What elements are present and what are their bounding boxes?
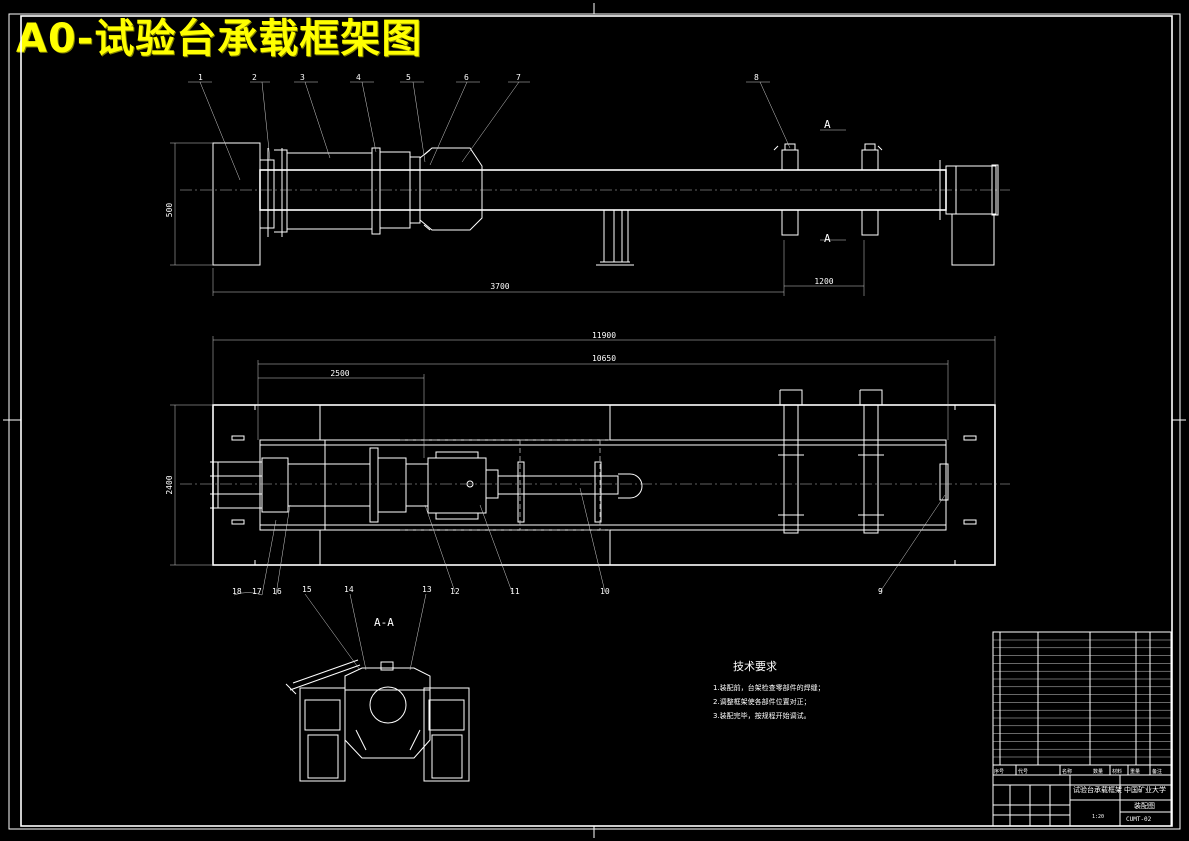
balloon-14: 14 [344,585,354,594]
tb-header-4: 材料 [1112,768,1122,775]
tb-header-1: 代号 [1018,768,1028,775]
balloon-9: 9 [878,587,883,596]
balloon-8: 8 [754,73,759,82]
balloon-4: 4 [356,73,361,82]
balloon-18: 18 [232,587,242,596]
bom-rows [993,639,1171,766]
front-view: 500 3700 1200 A A 1 2 3 4 5 6 7 8 [165,73,1010,296]
plan-dim-overall: 11900 [592,331,616,340]
balloon-17: 17 [252,587,262,596]
plan-balloons: 18 17 16 12 11 10 9 [232,587,883,596]
section-view: A-A 15 14 13 [285,585,470,782]
note-3: 3.装配完毕，按规程开始调试。 [713,711,811,720]
balloon-7: 7 [516,73,521,82]
plan-dim-offset: 2500 [330,369,349,378]
balloon-13: 13 [422,585,432,594]
notes-heading: 技术要求 [733,660,777,673]
tb-header-2: 名称 [1062,768,1072,775]
plan-dim-width: 2400 [165,475,174,494]
tb-header-6: 备注 [1152,768,1162,775]
note-1: 1.装配前，台架检查零部件的焊缝； [713,683,825,692]
front-dim-length: 3700 [490,282,509,291]
section-mark-top: A [824,118,831,131]
section-mark-bottom: A [824,232,831,245]
section-label: A-A [374,616,394,629]
front-dim-height: 500 [165,203,174,218]
balloon-2: 2 [252,73,257,82]
balloon-15: 15 [302,585,312,594]
balloon-5: 5 [406,73,411,82]
front-dim-spacing: 1200 [814,277,833,286]
balloon-16: 16 [272,587,282,596]
balloon-10: 10 [600,587,610,596]
tb-header-3: 数量 [1093,768,1103,775]
balloon-12: 12 [450,587,460,596]
note-2: 2.调整框架使各部件位置对正； [713,697,811,706]
balloon-3: 3 [300,73,305,82]
plan-dim-inner: 10650 [592,354,616,363]
drawing-type: 装配图 [1134,801,1155,810]
drawing-name: 试验台承载框架 [1073,785,1122,794]
school-name: 中国矿业大学 [1124,785,1166,794]
drawing-title: A0-试验台承载框架图 [16,16,423,62]
tb-header-5: 重量 [1130,768,1140,775]
section-balloons: 15 14 13 [302,585,432,594]
plan-view: 11900 10650 2500 2400 18 17 16 12 11 10 … [165,331,1010,596]
front-balloons: 1 2 3 4 5 6 7 8 [198,73,759,82]
balloon-6: 6 [464,73,469,82]
drawing-code: CUMT-02 [1126,816,1152,823]
balloon-11: 11 [510,587,520,596]
balloon-1: 1 [198,73,203,82]
tb-header-0: 序号 [994,768,1004,775]
scale-stamp: 1:20 [1092,814,1104,820]
technical-notes: 技术要求 1.装配前，台架检查零部件的焊缝； 2.调整框架使各部件位置对正； 3… [713,660,825,720]
title-block: 序号 代号 名称 数量 材料 重量 备注 试验台承载框架 中国矿业大学 装配图 … [992,631,1172,827]
sheet-border [3,3,1186,838]
